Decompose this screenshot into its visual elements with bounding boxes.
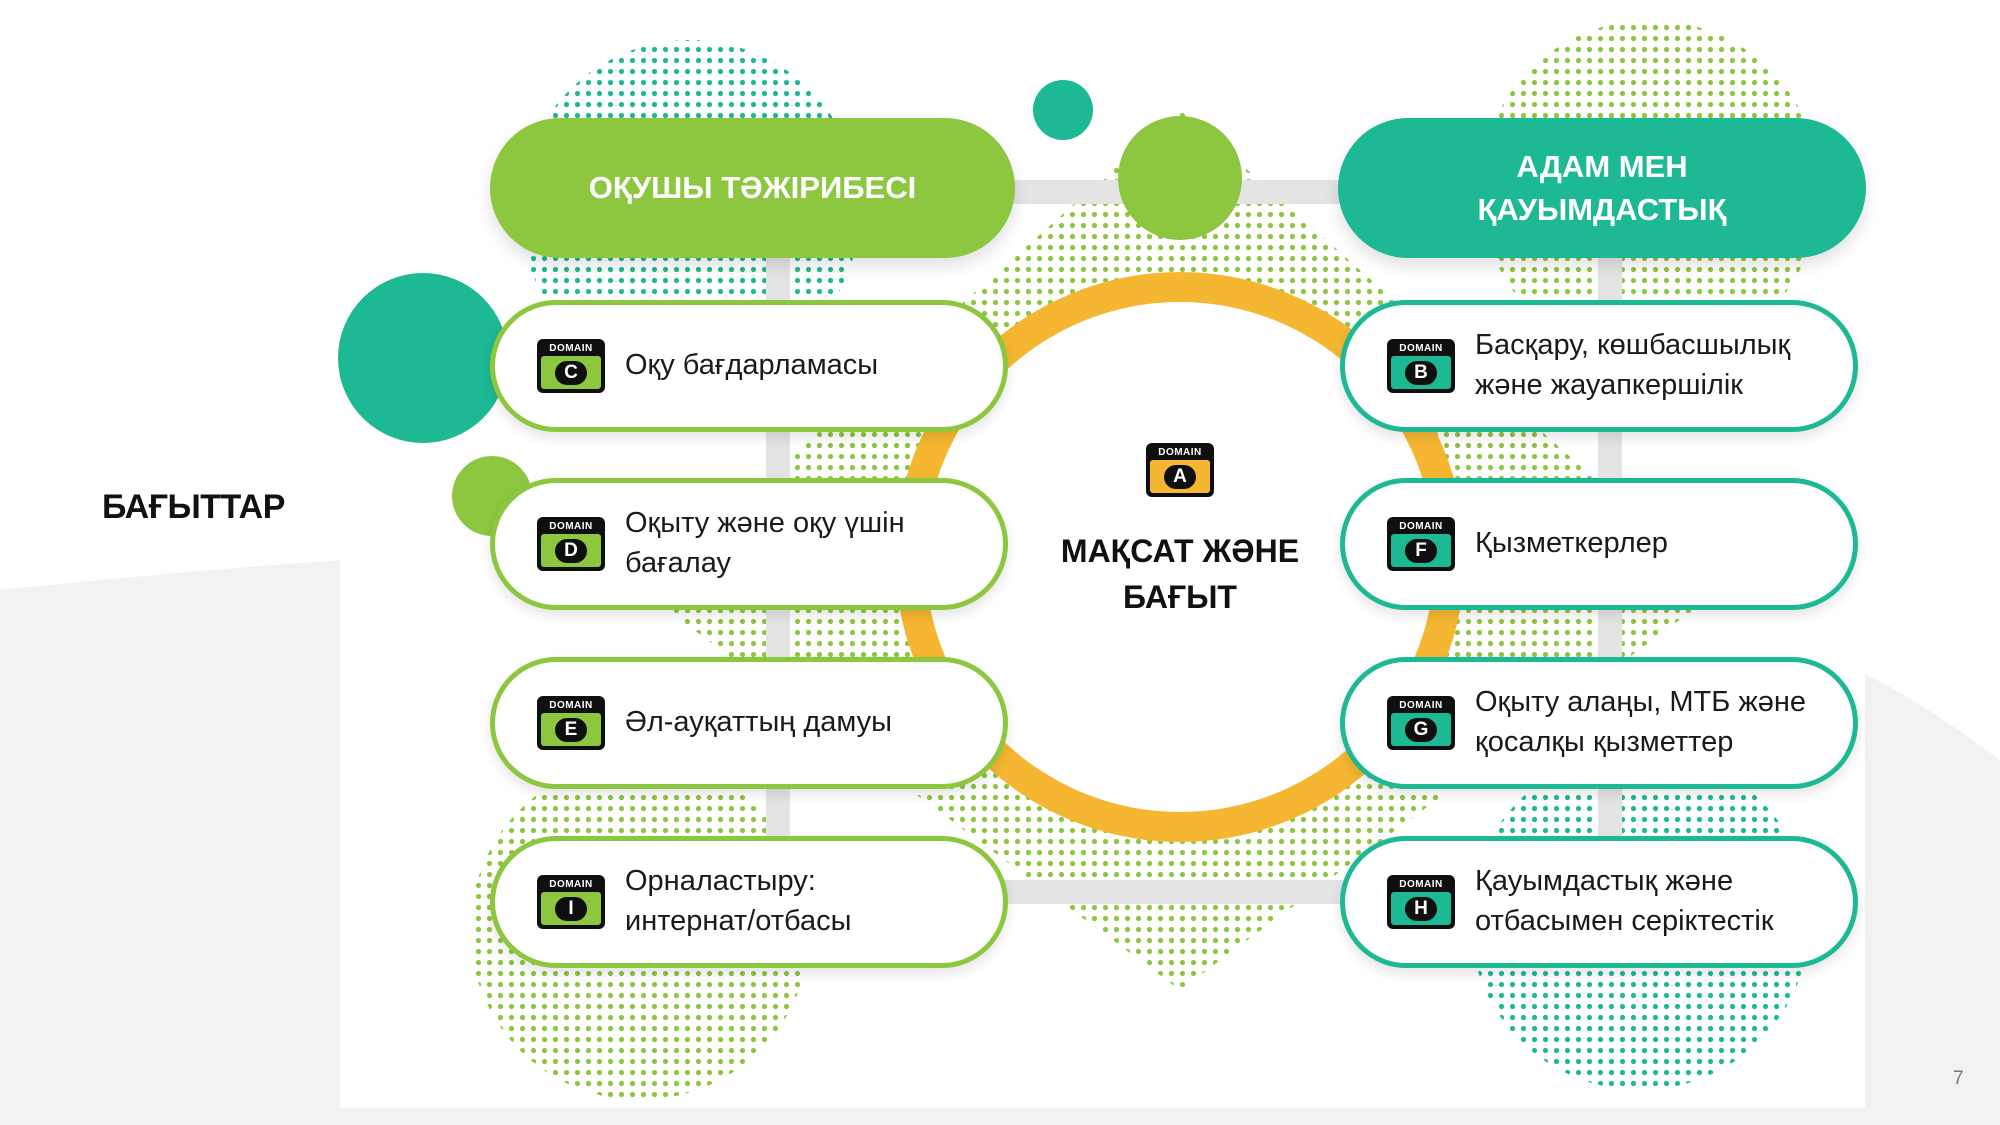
domain-pill-g: DOMAIN G Оқыту алаңы, МТБ және қосалқы қ… (1340, 657, 1858, 789)
domain-a-badge-icon: DOMAIN A (1146, 443, 1214, 497)
badge-body: A (1150, 460, 1210, 493)
domain-h-badge-icon: DOMAIN H (1387, 875, 1455, 929)
domain-pill-c: DOMAIN C Оқу бағдарламасы (490, 300, 1008, 432)
header-right-line2: ҚАУЫМДАСТЫҚ (1477, 192, 1727, 227)
domain-e-label: Әл-ауқаттың дамуы (625, 706, 893, 739)
header-right-line1: АДАМ МЕН (1516, 148, 1688, 184)
domain-i-label: Орналастыру: интернат/отбасы (625, 865, 852, 937)
domain-h-label: Қауымдастық және отбасымен серіктестік (1475, 865, 1774, 937)
header-left-text: ОҚУШЫ ТӘЖІРИБЕСІ (588, 170, 917, 206)
domain-d-label: Оқыту және оқу үшін бағалау (625, 507, 905, 579)
domain-pill-h: DOMAIN H Қауымдастық және отбасымен сері… (1340, 836, 1858, 968)
domain-pill-e: DOMAIN E Әл-ауқаттың дамуы (490, 657, 1008, 789)
center-title: МАҚСАТ ЖӘНЕ БАҒЫТ (1030, 528, 1330, 621)
center-title-line1: МАҚСАТ ЖӘНЕ (1060, 533, 1300, 569)
domain-g-label: Оқыту алаңы, МТБ және қосалқы қызметтер (1475, 686, 1807, 758)
domain-f-label: Қызметкерлер (1475, 527, 1668, 560)
domain-pill-i: DOMAIN I Орналастыру: интернат/отбасы (490, 836, 1008, 968)
domain-g-badge-icon: DOMAIN G (1387, 696, 1455, 750)
header-people-community: АДАМ МЕН ҚАУЫМДАСТЫҚ (1338, 118, 1866, 258)
domain-c-badge-icon: DOMAIN C (537, 339, 605, 393)
domain-b-label: Басқару, көшбасшылық және жауапкершілік (1475, 329, 1791, 401)
center-disc (925, 302, 1435, 812)
domain-pill-f: DOMAIN F Қызметкерлер (1340, 478, 1858, 610)
header-student-experience: ОҚУШЫ ТӘЖІРИБЕСІ (490, 118, 1015, 258)
domain-i-badge-icon: DOMAIN I (537, 875, 605, 929)
domain-c-label: Оқу бағдарламасы (625, 349, 879, 382)
domain-d-badge-icon: DOMAIN D (537, 517, 605, 571)
center-title-line2: БАҒЫТ (1123, 579, 1237, 616)
green-circle-top (1118, 116, 1242, 240)
teal-dot-top (1033, 80, 1093, 140)
page-number: 7 (1953, 1068, 1964, 1089)
domain-f-badge-icon: DOMAIN F (1387, 517, 1455, 571)
teal-circle-left (338, 273, 508, 443)
domain-e-badge-icon: DOMAIN E (537, 696, 605, 750)
domain-pill-d: DOMAIN D Оқыту және оқу үшін бағалау (490, 478, 1008, 610)
side-label: БАҒЫТТАР (102, 488, 285, 526)
domain-b-badge-icon: DOMAIN B (1387, 339, 1455, 393)
header-right-text: АДАМ МЕН ҚАУЫМДАСТЫҚ (1477, 145, 1726, 232)
domain-pill-b: DOMAIN B Басқару, көшбасшылық және жауап… (1340, 300, 1858, 432)
